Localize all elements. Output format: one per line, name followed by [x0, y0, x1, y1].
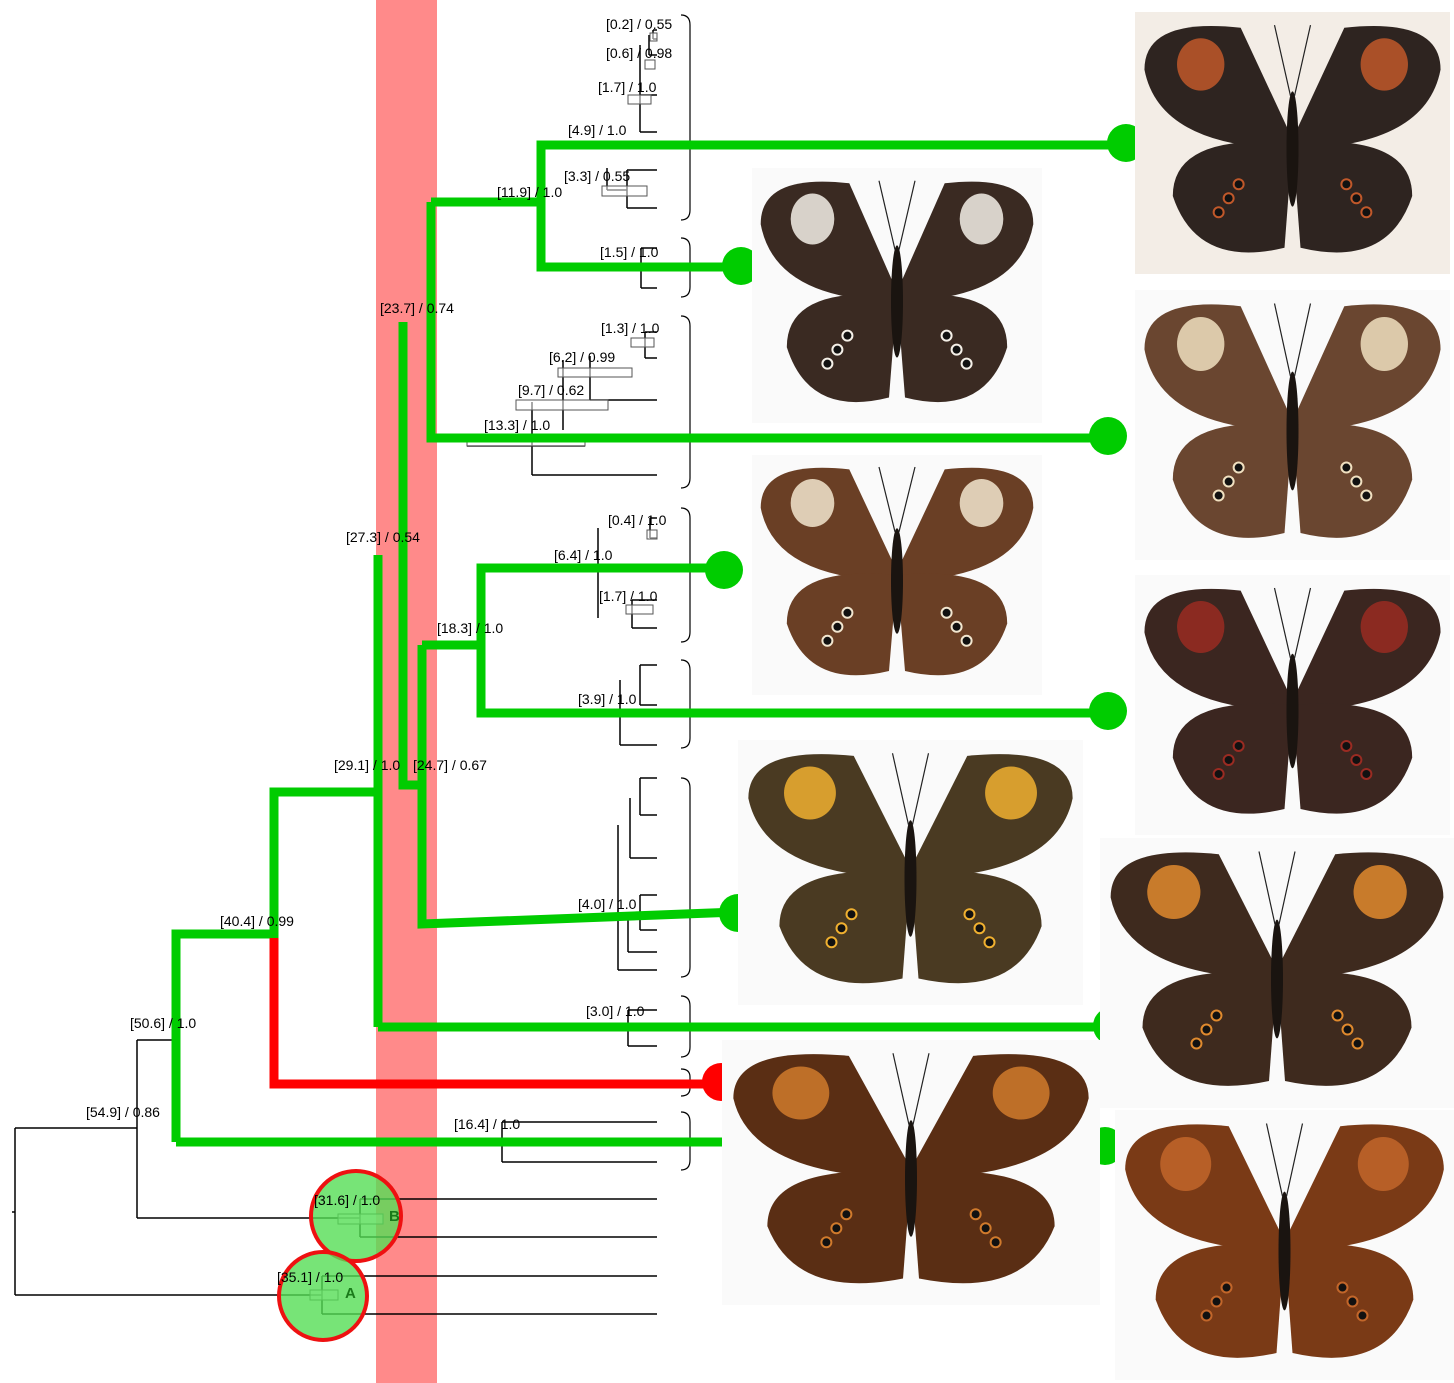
node-label: [18.3] / 1.0: [437, 620, 503, 636]
node-marker-a: A: [345, 1285, 356, 1302]
green-endpoint-dot: [705, 551, 743, 589]
butterfly-1: [1135, 12, 1450, 274]
butterfly-7: [1100, 838, 1454, 1108]
butterfly-photos: [722, 12, 1454, 1380]
tree-branches: [12, 30, 657, 1314]
node-label: [1.7] / 1.0: [598, 79, 657, 95]
node-label: [0.4] / 1.0: [608, 512, 667, 528]
node-label: [4.9] / 1.0: [568, 122, 627, 138]
node-label: [27.3] / 0.54: [346, 529, 420, 545]
marked-node-b-circle: [311, 1171, 401, 1261]
node-label: [4.0] / 1.0: [578, 896, 637, 912]
node-label: [50.6] / 1.0: [130, 1015, 196, 1031]
node-label: [11.9] / 1.0: [497, 184, 562, 200]
butterfly-8: [722, 1040, 1100, 1305]
butterfly-3: [1135, 290, 1450, 560]
node-label: [24.7] / 0.67: [413, 757, 487, 773]
node-label: [3.9] / 1.0: [578, 691, 637, 707]
green-endpoint-dot: [1089, 417, 1127, 455]
red-lineage-path: [274, 938, 720, 1084]
butterfly-6: [738, 740, 1083, 1005]
node-label: [29.1] / 1.0: [334, 757, 400, 773]
node-label: [35.1] / 1.0: [277, 1269, 343, 1285]
node-label: [3.0] / 1.0: [586, 1003, 645, 1019]
node-label: [23.7] / 0.74: [380, 300, 454, 316]
node-label: [1.7] / 1.0: [599, 588, 658, 604]
node-label: [9.7] / 0.62: [518, 382, 584, 398]
node-label: [0.2] / 0.55: [606, 16, 672, 32]
node-label: [40.4] / 0.99: [220, 913, 294, 929]
butterfly-4: [752, 455, 1042, 695]
butterfly-5: [1135, 575, 1450, 835]
node-marker-b: B: [389, 1208, 400, 1225]
node-label: [54.9] / 0.86: [86, 1104, 160, 1120]
clade-braces: [681, 15, 690, 1170]
node-label: [6.2] / 0.99: [549, 349, 615, 365]
node-label: [6.4] / 1.0: [554, 547, 613, 563]
node-label: [13.3] / 1.0: [484, 417, 550, 433]
green-endpoint-dot: [1089, 692, 1127, 730]
node-label: [31.6] / 1.0: [314, 1192, 380, 1208]
node-label: [3.3] / 0.55: [564, 168, 630, 184]
node-label: [1.3] / 1.0: [601, 320, 660, 336]
node-label: [16.4] / 1.0: [454, 1116, 520, 1132]
node-label: [0.6] / 0.98: [606, 45, 672, 61]
butterfly-9: [1115, 1110, 1454, 1380]
node-label: [1.5] / 1.0: [600, 244, 659, 260]
butterfly-2: [752, 168, 1042, 423]
